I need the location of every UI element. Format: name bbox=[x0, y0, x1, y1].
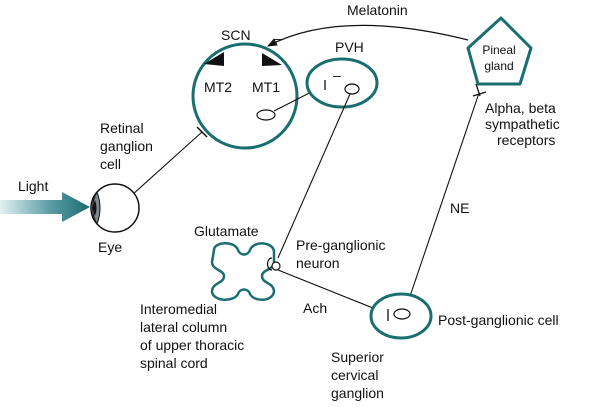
scn-inhibition-sign: – bbox=[274, 30, 282, 46]
ne-axon bbox=[405, 92, 480, 309]
receptors-label-line1: Alpha, beta bbox=[485, 100, 556, 116]
pvh-neuron-soma bbox=[344, 83, 360, 95]
postganglionic-cell-soma bbox=[393, 308, 411, 320]
cord-label-line2: lateral column bbox=[140, 319, 227, 335]
light-arrow bbox=[0, 192, 90, 222]
mt1-receptor bbox=[262, 53, 282, 66]
pvh-label: PVH bbox=[335, 39, 364, 55]
preganglionic-axon bbox=[277, 269, 389, 315]
retinal-label-line2: ganglion bbox=[100, 138, 153, 154]
scg-label-line3: ganglion bbox=[331, 385, 384, 401]
scn-neuron-soma bbox=[256, 109, 276, 121]
pineal-label-line2: gland bbox=[484, 59, 513, 73]
spinal-synapse bbox=[266, 257, 273, 271]
retinal-label-line3: cell bbox=[100, 156, 121, 172]
scn-circle bbox=[191, 42, 299, 150]
melatonin-label: Melatonin bbox=[347, 2, 408, 18]
pineal-label-line1: Pineal bbox=[482, 43, 515, 57]
pvh-ellipse bbox=[305, 57, 379, 109]
scg-label-line2: cervical bbox=[331, 367, 378, 383]
pineal-receptor-synapse bbox=[472, 83, 487, 97]
mt2-receptor bbox=[204, 52, 224, 66]
cord-label-line1: Interomedial bbox=[140, 301, 217, 317]
cord-label-line4: spinal cord bbox=[140, 355, 208, 371]
glutamate-label: Glutamate bbox=[194, 223, 259, 239]
melatonin-arrow bbox=[267, 24, 469, 47]
scg-label-line1: Superior bbox=[331, 349, 384, 365]
mt1-label: MT1 bbox=[252, 79, 280, 95]
scn-label: SCN bbox=[221, 27, 251, 43]
mt2-label: MT2 bbox=[204, 79, 232, 95]
pvh-inhibition-sign: – bbox=[333, 67, 341, 83]
receptors-label-line3: receptors bbox=[497, 132, 555, 148]
cord-label-line3: of upper thoracic bbox=[140, 337, 244, 353]
receptors-label-line2: sympathetic bbox=[485, 116, 560, 132]
ach-label: Ach bbox=[303, 300, 327, 316]
pineal-gland-pentagon bbox=[466, 16, 533, 86]
preganglionic-label-line1: Pre-ganglionic bbox=[296, 237, 386, 253]
eye-pupil bbox=[93, 200, 97, 216]
spinal-cord-section bbox=[210, 242, 276, 301]
preganglionic-label-line2: neuron bbox=[296, 255, 340, 271]
postganglionic-label: Post-ganglionic cell bbox=[438, 312, 559, 328]
eye-globe bbox=[90, 183, 140, 233]
retinohypothalamic-tract bbox=[121, 131, 203, 205]
ne-label: NE bbox=[450, 200, 469, 216]
preganglionic-neuron-soma bbox=[271, 261, 281, 271]
eye-label: Eye bbox=[98, 239, 122, 255]
light-label: Light bbox=[18, 178, 48, 194]
retinal-label-line1: Retinal bbox=[100, 120, 144, 136]
pvh-to-spinal-axon bbox=[277, 93, 351, 259]
